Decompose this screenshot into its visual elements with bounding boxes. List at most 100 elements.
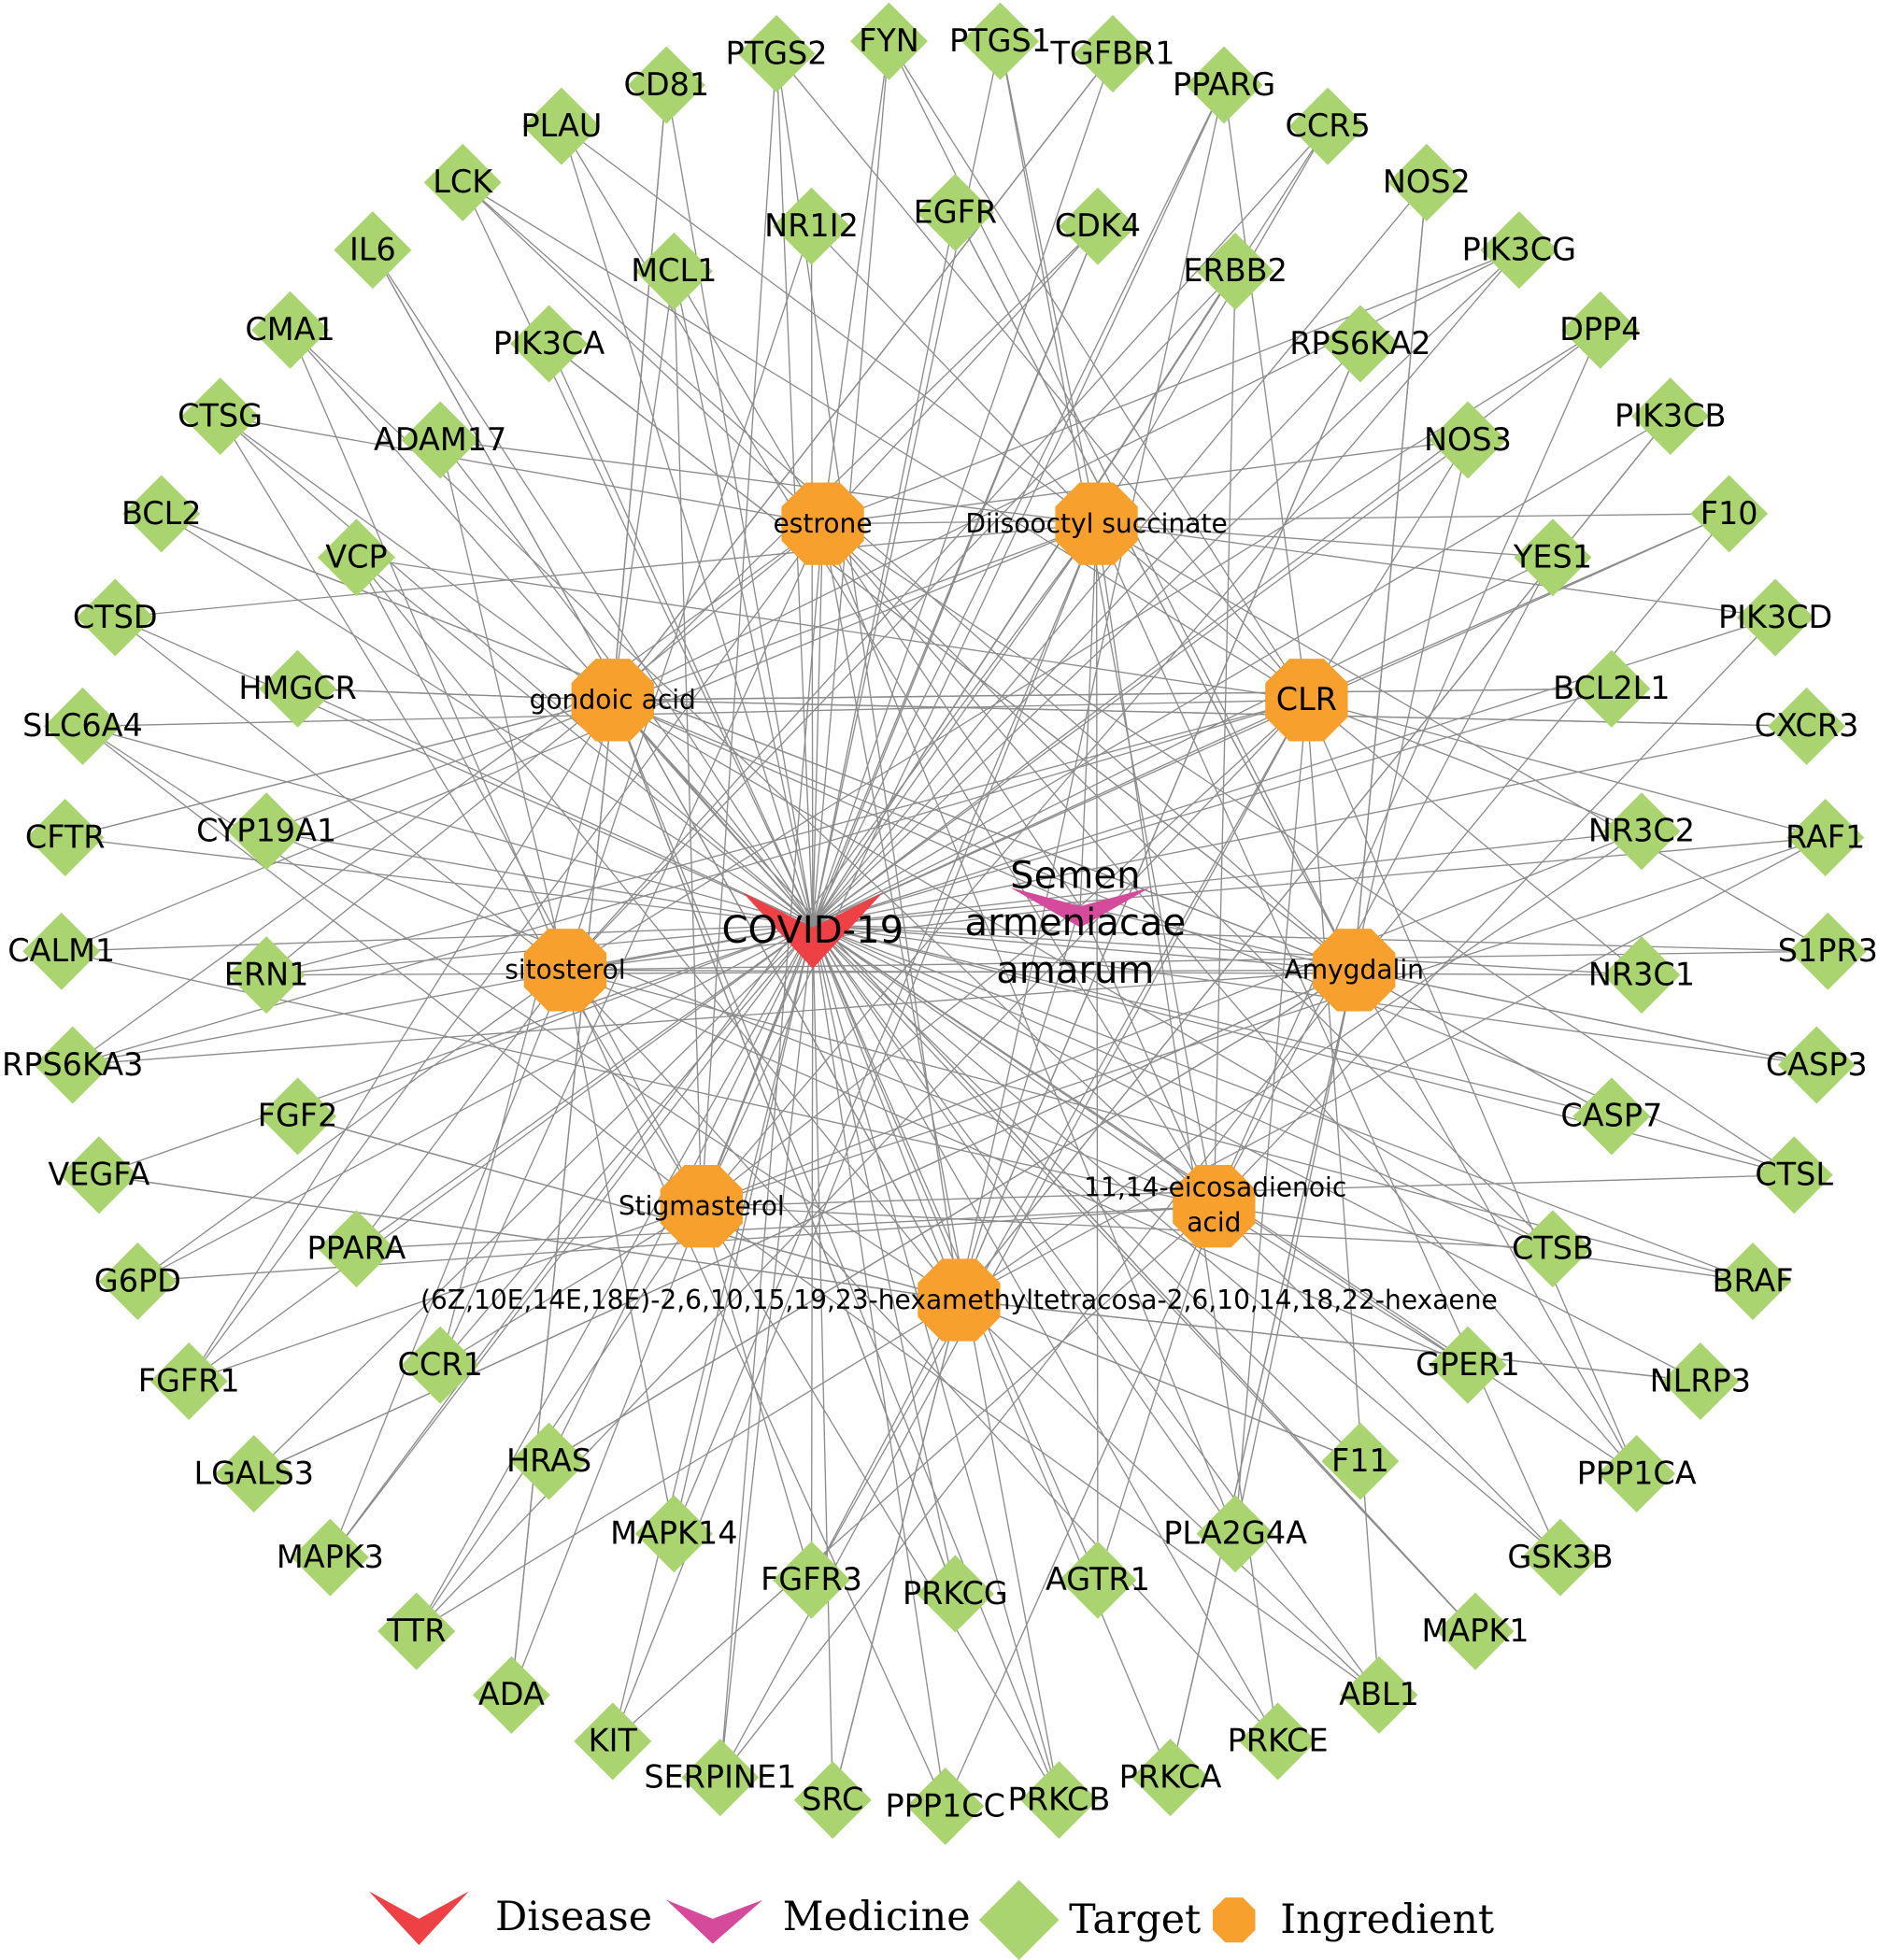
- target-diamond-icon: [1768, 687, 1846, 765]
- target-node-s1pr3[interactable]: S1PR3: [1778, 912, 1878, 990]
- target-node-raf1[interactable]: RAF1: [1786, 798, 1865, 876]
- ingredient-label: CLR: [1276, 681, 1337, 717]
- target-node-fgfr1[interactable]: FGFR1: [138, 1342, 240, 1420]
- target-node-plau[interactable]: PLAU: [520, 87, 602, 165]
- target-node-ppp1cc[interactable]: PPP1CC: [885, 1767, 1005, 1845]
- target-node-vcp[interactable]: VCP: [318, 518, 395, 597]
- medicine-label-line-3: amarum: [996, 949, 1154, 992]
- edge: [564, 270, 1236, 971]
- target-node-braf[interactable]: BRAF: [1713, 1242, 1794, 1320]
- target-node-lgals3[interactable]: LGALS3: [193, 1435, 314, 1513]
- target-node-yes1[interactable]: YES1: [1513, 518, 1592, 597]
- target-node-fgfr3[interactable]: FGFR3: [761, 1541, 862, 1619]
- ingredient-node[interactable]: Amygdalin: [1285, 929, 1424, 1012]
- target-node-hmgcr[interactable]: HMGCR: [238, 649, 357, 728]
- target-node-ern1[interactable]: ERN1: [224, 936, 309, 1015]
- edge: [220, 416, 614, 701]
- ingredient-node[interactable]: (6Z,10E,14E,18E)-2,6,10,15,19,23-hexamet…: [420, 1258, 1498, 1342]
- ingredient-node[interactable]: estrone: [774, 482, 873, 565]
- target-node-cyp19a1[interactable]: CYP19A1: [196, 792, 336, 871]
- target-node-cd81[interactable]: CD81: [623, 46, 709, 124]
- ingredient-node[interactable]: Diisooctyl succinate: [965, 482, 1228, 565]
- ingredient-node[interactable]: sitosterol: [505, 929, 626, 1012]
- target-node-fyn[interactable]: FYN: [850, 2, 928, 80]
- target-node-gsk3b[interactable]: GSK3B: [1507, 1518, 1614, 1597]
- target-node-hras[interactable]: HRAS: [506, 1422, 591, 1500]
- target-node-ptgs1[interactable]: PTGS1: [949, 2, 1051, 80]
- target-node-casp7[interactable]: CASP7: [1560, 1077, 1662, 1156]
- ingredient-node[interactable]: CLR: [1265, 659, 1348, 742]
- target-node-nr3c2[interactable]: NR3C2: [1588, 792, 1695, 871]
- target-node-ppara[interactable]: PPARA: [307, 1210, 406, 1288]
- target-node-dpp4[interactable]: DPP4: [1559, 291, 1641, 369]
- target-node-prkcb[interactable]: PRKCB: [1008, 1761, 1111, 1839]
- target-node-ptgs2[interactable]: PTGS2: [726, 15, 828, 93]
- target-label: FGFR1: [138, 1362, 240, 1399]
- target-label: DPP4: [1559, 311, 1641, 348]
- target-node-ppp1ca[interactable]: PPP1CA: [1577, 1435, 1697, 1513]
- target-node-mapk3[interactable]: MAPK3: [277, 1518, 384, 1597]
- ingredient-octagon-icon: [1313, 929, 1396, 1012]
- target-node-rps6ka2[interactable]: RPS6KA2: [1289, 305, 1431, 383]
- target-node-abl1[interactable]: ABL1: [1339, 1655, 1419, 1734]
- target-node-ccr5[interactable]: CCR5: [1286, 87, 1371, 165]
- target-node-nr3c1[interactable]: NR3C1: [1588, 936, 1695, 1015]
- target-node-nr1i2[interactable]: NR1I2: [764, 187, 859, 265]
- target-node-f10[interactable]: F10: [1690, 475, 1769, 553]
- target-node-calm1[interactable]: CALM1: [7, 912, 115, 990]
- target-node-bcl2[interactable]: BCL2: [121, 475, 202, 553]
- target-node-lck[interactable]: LCK: [423, 143, 502, 221]
- target-node-prkca[interactable]: PRKCA: [1119, 1739, 1222, 1817]
- target-node-pik3cg[interactable]: PIK3CG: [1462, 211, 1577, 290]
- target-node-cma1[interactable]: CMA1: [245, 291, 335, 369]
- target-node-vegfa[interactable]: VEGFA: [48, 1136, 149, 1214]
- target-node-ttr[interactable]: TTR: [377, 1592, 456, 1670]
- target-node-mapk1[interactable]: MAPK1: [1421, 1592, 1529, 1670]
- target-node-fgf2[interactable]: FGF2: [258, 1077, 338, 1156]
- target-node-pparg[interactable]: PPARG: [1173, 46, 1275, 124]
- target-node-nlrp3[interactable]: NLRP3: [1650, 1342, 1751, 1420]
- target-node-serpine1[interactable]: SERPINE1: [644, 1739, 796, 1817]
- target-node-ctsl[interactable]: CTSL: [1755, 1136, 1833, 1214]
- edge: [701, 831, 1643, 1207]
- target-node-pik3cb[interactable]: PIK3CB: [1615, 377, 1727, 456]
- target-node-bcl2l1[interactable]: BCL2L1: [1553, 649, 1671, 728]
- target-node-mcl1[interactable]: MCL1: [631, 232, 717, 310]
- target-node-kit[interactable]: KIT: [574, 1702, 652, 1781]
- target-node-nos2[interactable]: NOS2: [1383, 143, 1471, 221]
- target-node-ctsg[interactable]: CTSG: [178, 377, 263, 456]
- target-node-pik3cd[interactable]: PIK3CD: [1718, 578, 1832, 657]
- target-node-prkcg[interactable]: PRKCG: [903, 1555, 1008, 1633]
- target-node-cxcr3[interactable]: CXCR3: [1755, 687, 1859, 765]
- ingredient-node[interactable]: gondoic acid: [530, 659, 696, 742]
- target-node-cftr[interactable]: CFTR: [25, 798, 106, 876]
- target-node-slc6a4[interactable]: SLC6A4: [22, 687, 143, 765]
- target-node-gper1[interactable]: GPER1: [1416, 1326, 1520, 1404]
- target-node-pik3ca[interactable]: PIK3CA: [493, 305, 605, 383]
- target-node-mapk14[interactable]: MAPK14: [610, 1495, 738, 1573]
- target-node-ada[interactable]: ADA: [472, 1655, 550, 1734]
- target-node-casp3[interactable]: CASP3: [1766, 1026, 1868, 1104]
- target-node-prkce[interactable]: PRKCE: [1228, 1702, 1329, 1781]
- target-node-il6[interactable]: IL6: [334, 211, 412, 290]
- target-node-ccr1[interactable]: CCR1: [398, 1326, 483, 1404]
- ingredient-node[interactable]: Stigmasterol: [619, 1165, 785, 1248]
- target-label: PTGS1: [949, 22, 1051, 59]
- edge: [775, 53, 814, 926]
- target-node-ctsd[interactable]: CTSD: [73, 578, 158, 657]
- target-node-tgfbr1[interactable]: TGFBR1: [1049, 15, 1174, 93]
- medicine-node-shape: [1010, 887, 1151, 928]
- edge: [812, 925, 833, 1800]
- target-node-g6pd[interactable]: G6PD: [94, 1242, 181, 1320]
- target-node-erbb2[interactable]: ERBB2: [1183, 232, 1288, 310]
- target-node-src[interactable]: SRC: [793, 1761, 872, 1839]
- target-node-cdk4[interactable]: CDK4: [1055, 187, 1141, 265]
- target-node-nos3[interactable]: NOS3: [1424, 401, 1512, 479]
- target-node-ctsb[interactable]: CTSB: [1512, 1210, 1594, 1288]
- target-node-egfr[interactable]: EGFR: [914, 173, 998, 251]
- target-node-rps6ka3[interactable]: RPS6KA3: [2, 1026, 143, 1104]
- target-node-pla2g4a[interactable]: PLA2G4A: [1163, 1495, 1307, 1573]
- target-node-agtr1[interactable]: AGTR1: [1046, 1541, 1150, 1619]
- target-node-adam17[interactable]: ADAM17: [374, 401, 506, 479]
